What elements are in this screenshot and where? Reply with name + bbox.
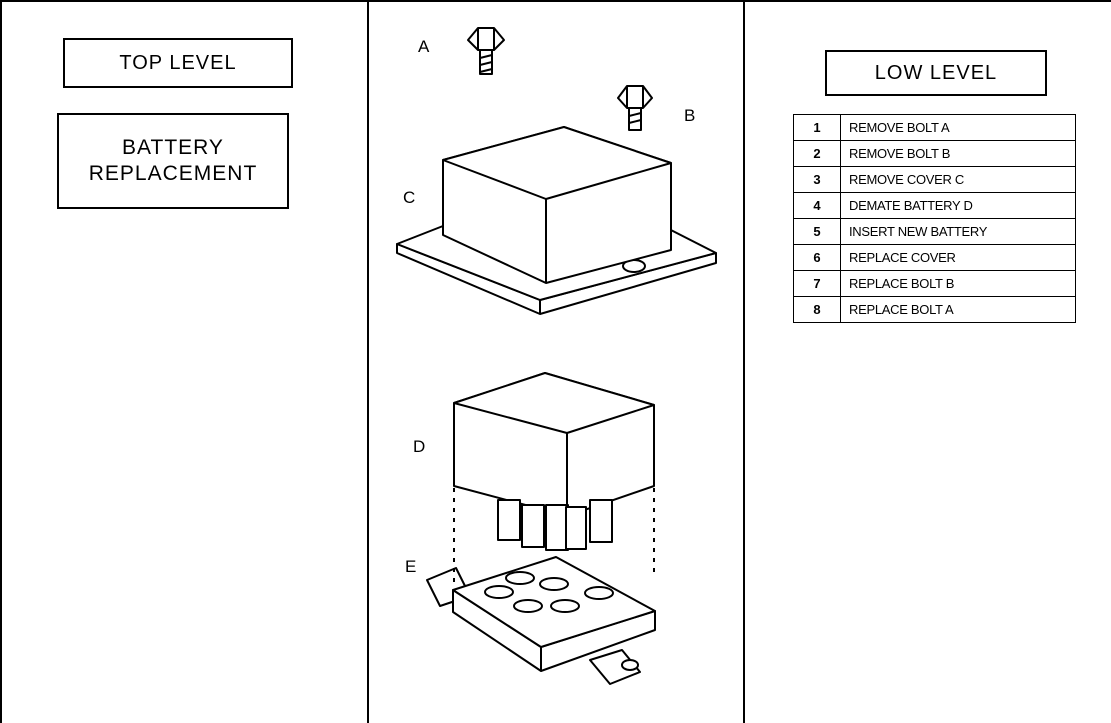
step-text: DEMATE BATTERY D: [840, 192, 1076, 219]
step-number: 2: [793, 140, 841, 167]
step-text: REPLACE BOLT A: [840, 296, 1076, 323]
alignment-lines: [453, 488, 655, 588]
top-border: [0, 0, 1111, 2]
label-a: A: [418, 37, 430, 56]
step-number: 8: [793, 296, 841, 323]
step-number: 6: [793, 244, 841, 271]
step-text: REMOVE BOLT B: [840, 140, 1076, 167]
left-border: [0, 0, 2, 723]
step-text: REMOVE COVER C: [840, 166, 1076, 193]
label-b: B: [684, 106, 696, 125]
divider-right: [743, 0, 745, 723]
label-d: D: [413, 437, 426, 456]
battery-replacement-box: BATTERY REPLACEMENT: [57, 113, 289, 209]
step-number: 1: [793, 114, 841, 141]
step-text: REPLACE COVER: [840, 244, 1076, 271]
step-number: 3: [793, 166, 841, 193]
label-c: C: [403, 188, 416, 207]
socket-e-icon: [426, 556, 656, 685]
step-text: REPLACE BOLT B: [840, 270, 1076, 297]
step-number: 4: [793, 192, 841, 219]
low-level-header: LOW LEVEL: [825, 50, 1047, 96]
cover-c-icon: [396, 126, 717, 315]
step-text: INSERT NEW BATTERY: [840, 218, 1076, 245]
step-number: 7: [793, 270, 841, 297]
top-level-header: TOP LEVEL: [63, 38, 293, 88]
battery-d-icon: [453, 372, 655, 551]
bolt-a-icon: [467, 27, 505, 75]
label-e: E: [405, 557, 417, 576]
step-text: REMOVE BOLT A: [840, 114, 1076, 141]
divider-left: [367, 0, 369, 723]
step-number: 5: [793, 218, 841, 245]
bolt-b-icon: [617, 85, 653, 131]
